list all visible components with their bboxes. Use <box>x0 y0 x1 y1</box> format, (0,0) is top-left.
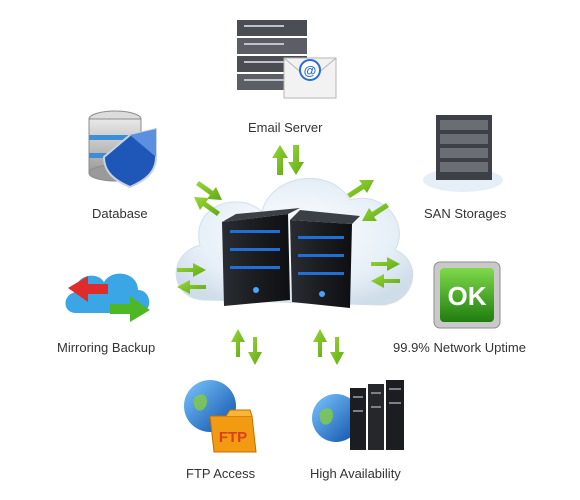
database-shield-icon <box>88 110 157 189</box>
arrows-high-availability <box>313 329 344 365</box>
arrows-san <box>347 180 389 221</box>
email-server-icon: @ <box>237 20 337 99</box>
arrows-ftp <box>231 329 262 365</box>
arrows-uptime <box>371 257 400 288</box>
ftp-access-label: FTP Access <box>186 466 256 481</box>
svg-text:@: @ <box>304 63 317 78</box>
ok-badge-icon: OK <box>433 261 501 329</box>
database-label: Database <box>92 206 148 221</box>
san-storage-rack-icon <box>423 115 503 192</box>
arrows-mirroring <box>177 263 206 294</box>
mirroring-backup-label: Mirroring Backup <box>57 340 156 355</box>
ok-badge-text: OK <box>448 281 487 311</box>
email-server-label: Email Server <box>248 120 323 135</box>
arrows-database <box>194 181 222 216</box>
ftp-folder-icon: FTP <box>184 380 257 453</box>
globe-servers-icon <box>312 380 404 450</box>
network-uptime-label: 99.9% Network Uptime <box>393 340 526 355</box>
ftp-folder-text: FTP <box>219 429 247 446</box>
envelope-icon: @ <box>283 57 337 99</box>
cloud-server-cluster-icon <box>175 177 414 308</box>
san-storages-label: SAN Storages <box>424 206 507 221</box>
high-availability-label: High Availability <box>310 466 401 481</box>
arrows-email <box>272 145 304 175</box>
cloud-sync-icon <box>65 273 150 322</box>
